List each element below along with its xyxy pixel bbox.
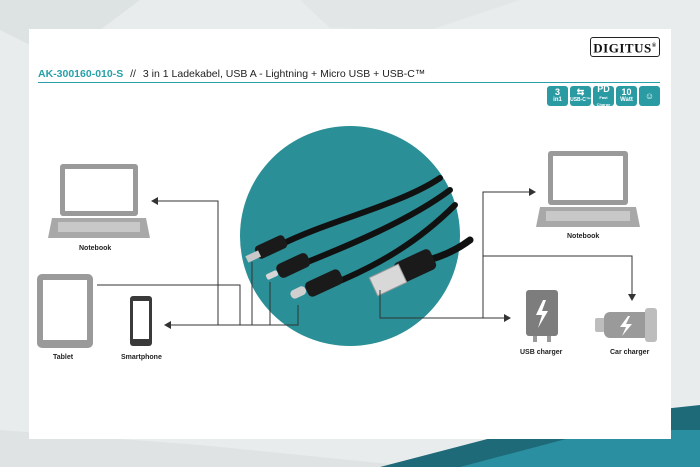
registered-mark: ® [651, 43, 657, 49]
3-in-1-icon: 3 in1 [547, 86, 568, 106]
watt-icon: 10 Watt [616, 86, 637, 106]
pd-icon: PD Fast Charge [593, 83, 614, 107]
notebook-right-label: Notebook [567, 233, 600, 240]
badge-usb-line2: USB-C™ [570, 97, 591, 103]
cable-bundle [277, 175, 474, 288]
title-separator: // [130, 68, 136, 80]
usb-charger-icon [526, 290, 558, 342]
usb-charger-label: USB charger [520, 349, 563, 356]
support-icon: ☺ [639, 86, 660, 106]
product-description: 3 in 1 Ladekabel, USB A - Lightning + Mi… [142, 68, 426, 80]
badge-support-glyph: ☺ [644, 90, 655, 101]
notebook-left-label: Notebook [79, 245, 112, 252]
usb-a-connector [368, 249, 437, 297]
left-connection-lines [97, 197, 299, 329]
notebook-left-icon [48, 164, 150, 238]
product-code: AK-300160-010-S [38, 68, 124, 80]
badge-pd-line1: PD [597, 83, 610, 94]
usb-icon: ⇆ USB-C™ [570, 86, 591, 106]
cable-circle [240, 126, 460, 346]
smartphone-icon [130, 296, 152, 346]
tablet-icon [37, 274, 93, 348]
car-charger-icon [595, 308, 657, 342]
title-rule [38, 82, 660, 83]
badge-pd-line2: Fast Charge [596, 94, 611, 107]
badge-usb-line1: ⇆ [576, 87, 585, 97]
car-charger-label: Car charger [610, 349, 650, 356]
digitus-logo: DIGITUS® [590, 37, 660, 57]
right-connection-lines [379, 188, 636, 322]
product-title: AK-300160-010-S // 3 in 1 Ladekabel, USB… [38, 68, 660, 82]
notebook-right-icon [536, 151, 640, 227]
tablet-label: Tablet [53, 354, 74, 361]
badge-3in1-line2: in1 [553, 97, 562, 103]
lightning-connector [265, 253, 311, 280]
micro-usb-connector [245, 235, 288, 263]
badge-3in1-line1: 3 [554, 87, 560, 97]
badge-watt-line1: 10 [621, 87, 632, 97]
usb-c-connector [290, 269, 343, 299]
logo-text: DIGITUS [593, 40, 652, 56]
feature-badges: 3 in1 ⇆ USB-C™ PD Fast Charge 10 Watt ☺ [547, 83, 660, 107]
badge-watt-line2: Watt [620, 97, 633, 103]
smartphone-label: Smartphone [121, 354, 162, 361]
